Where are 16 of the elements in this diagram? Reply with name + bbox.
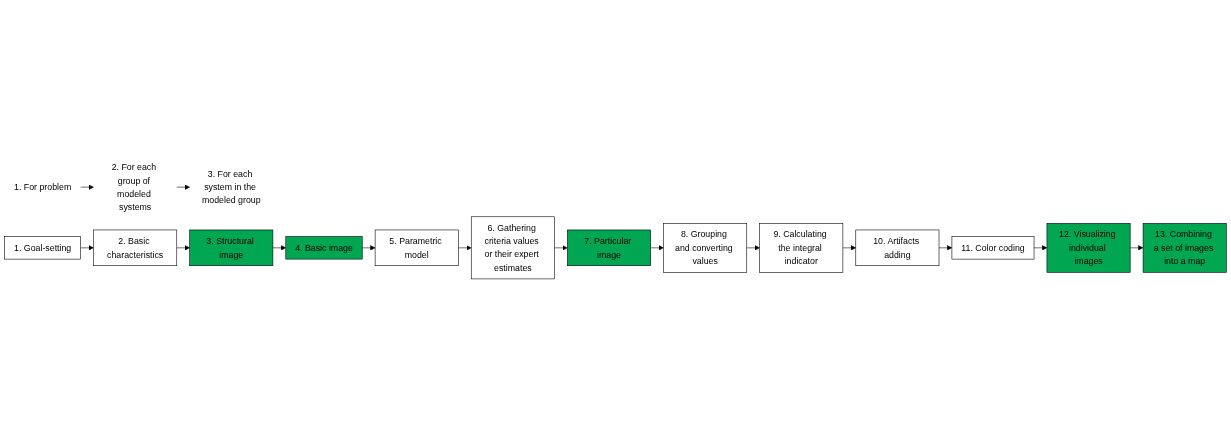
node-text: 3. For each system in the modeled group xyxy=(201,168,261,205)
node-box: 12. Visualizing individual images xyxy=(1046,223,1131,273)
node-box: 9. Calculating the integral indicator xyxy=(759,223,844,273)
node-box: 7. Particular image xyxy=(567,229,651,266)
node-box: 5. Parametric model xyxy=(374,229,459,266)
node-box: 6. Gathering criteria values or their expert estimates xyxy=(470,216,555,280)
node-text: 1. For problem xyxy=(14,181,72,192)
node-box: 10. Artifacts adding xyxy=(855,229,940,266)
node-box: 3. Structural image xyxy=(189,229,274,266)
node-box: 1. Goal-setting xyxy=(4,236,81,260)
node-box: 8. Grouping and converting values xyxy=(663,223,748,273)
node-text: 2. For each group of modeled systems xyxy=(111,161,157,212)
node-box: 4. Basic image xyxy=(285,236,363,260)
node-box: 11. Color coding xyxy=(951,236,1035,260)
node-box: 13. Combining a set of images into a map xyxy=(1142,223,1227,273)
node-box: 2. Basic characteristics xyxy=(93,229,178,266)
